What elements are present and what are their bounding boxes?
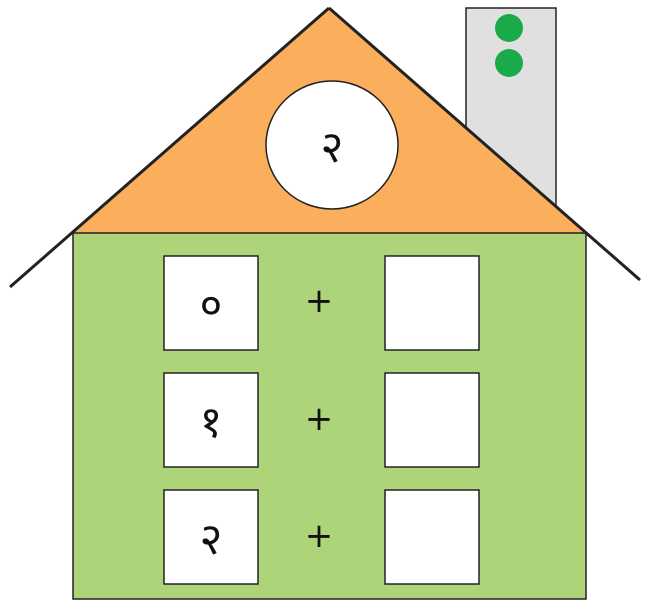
answer-box-1[interactable] — [385, 256, 479, 350]
roof-number: २ — [321, 122, 344, 173]
chimney-dot-1 — [495, 14, 523, 42]
left-number-3: २ — [200, 514, 223, 565]
answer-box-2[interactable] — [385, 373, 479, 467]
plus-sign-1: + — [305, 281, 334, 321]
chimney-dot-2 — [495, 49, 523, 77]
left-number-2: १ — [200, 397, 223, 448]
left-number-1: ० — [200, 280, 223, 331]
plus-sign-2: + — [305, 399, 334, 439]
answer-box-3[interactable] — [385, 490, 479, 584]
plus-sign-3: + — [305, 516, 334, 556]
